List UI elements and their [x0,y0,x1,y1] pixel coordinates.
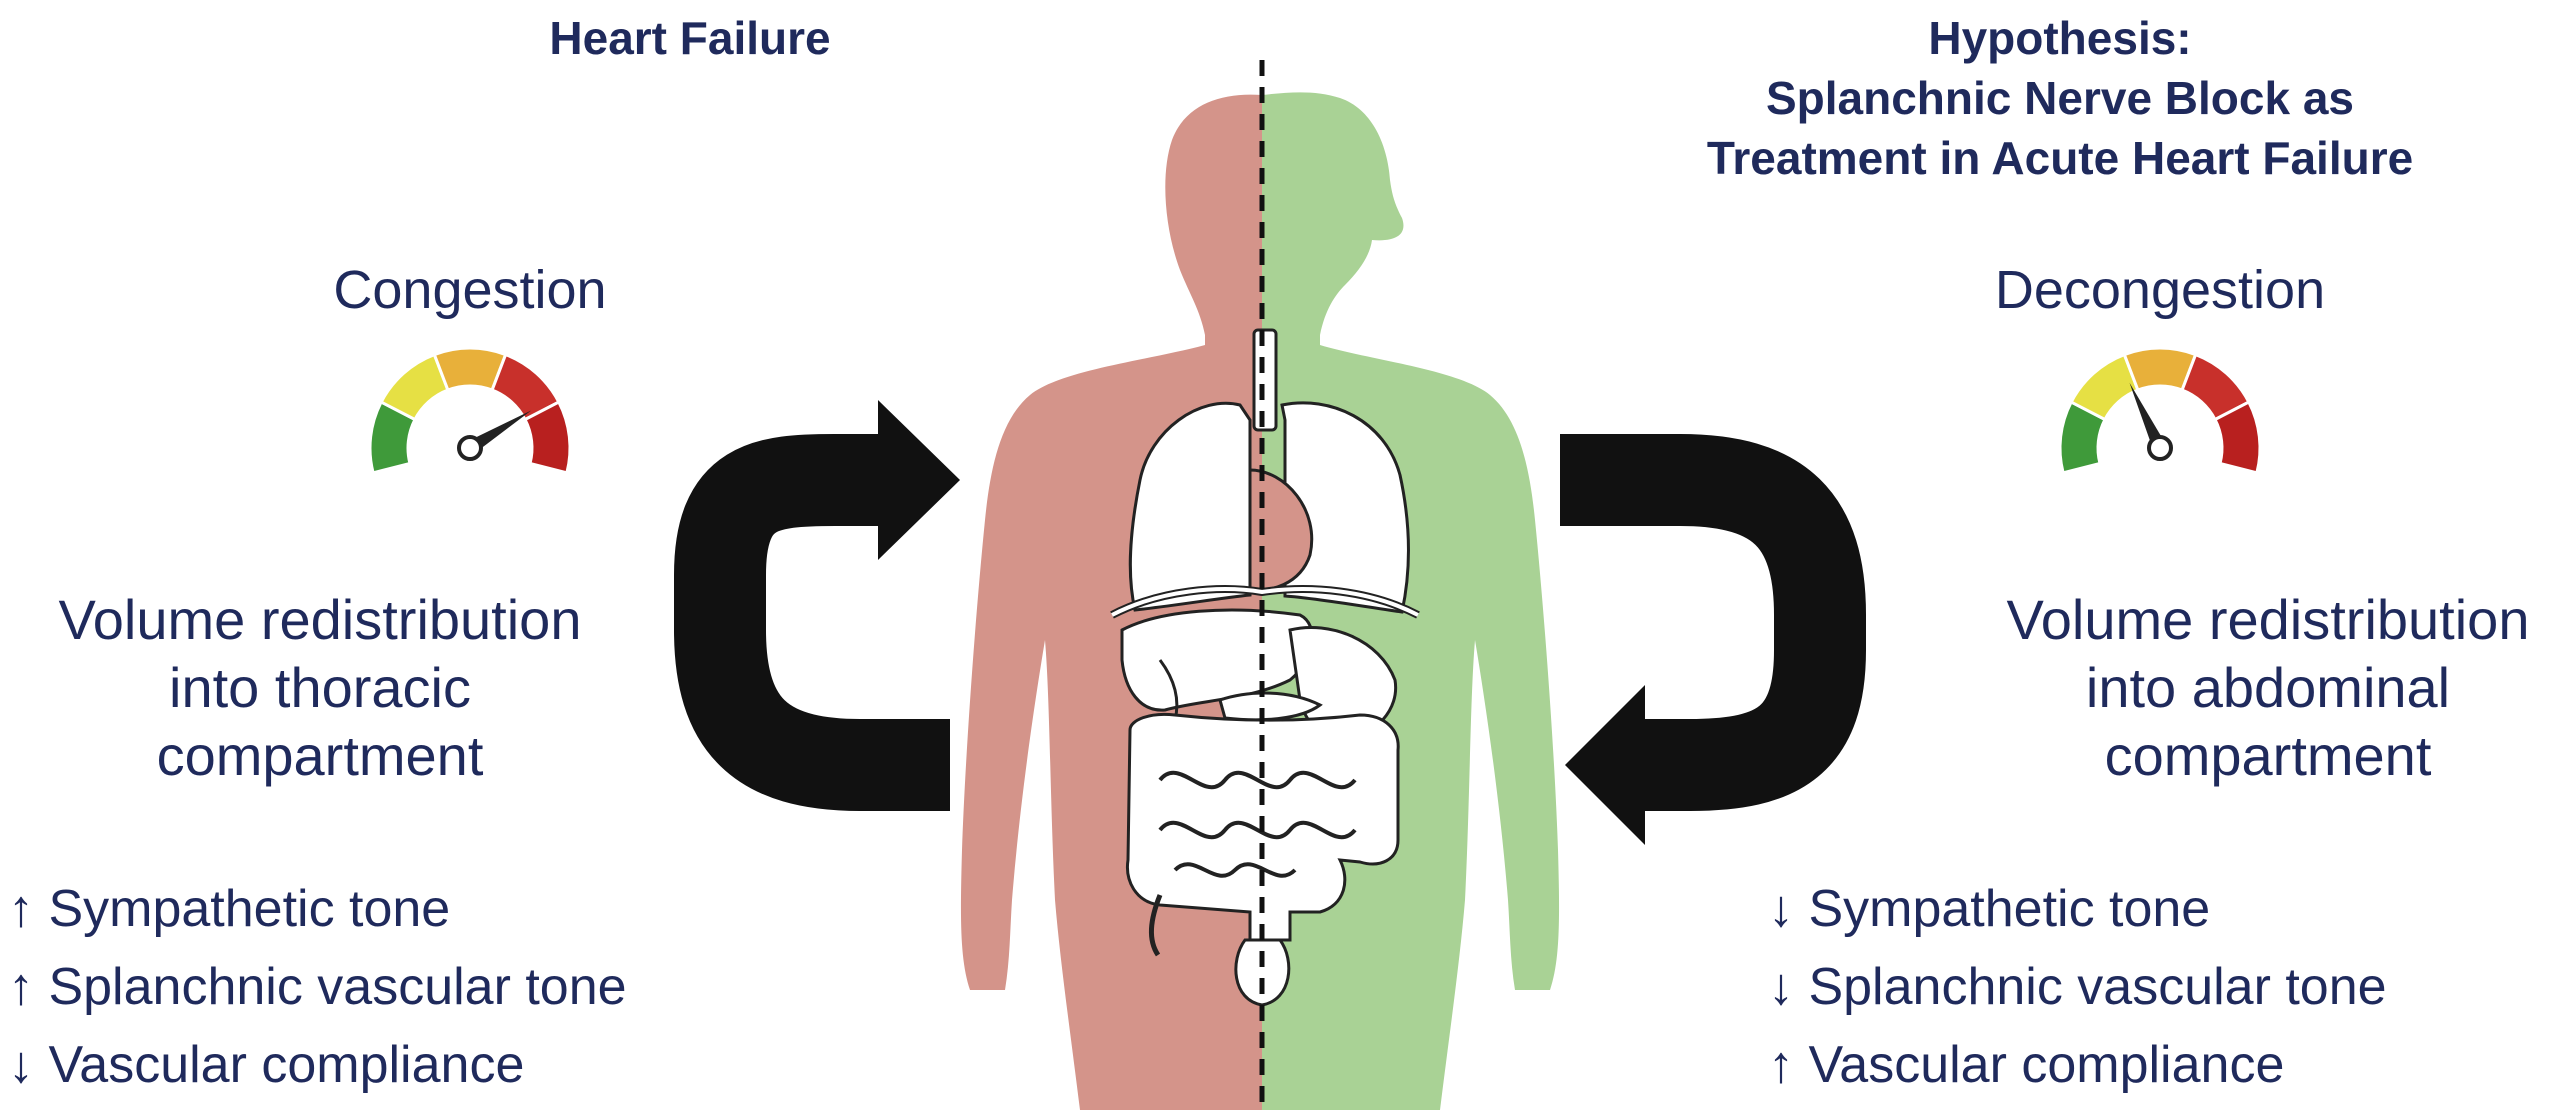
right-title-line: Splanchnic Nerve Block as [1765,72,2355,124]
right-title-line: Hypothesis: [1928,12,2192,64]
left-title: Heart Failure [549,12,831,64]
gauge-needle [466,410,532,454]
right-description: Volume redistribution into abdominal com… [1965,586,2571,790]
right-effects-list: ↓ Sympathetic tone ↓ Splanchnic vascular… [1768,870,2387,1104]
right-description-line: into abdominal [2085,656,2451,719]
left-effect-item: ↑ Splanchnic vascular tone [8,958,627,1016]
left-effects-list: ↑ Sympathetic tone ↑ Splanchnic vascular… [8,870,627,1104]
left-effect-item: ↑ Sympathetic tone [8,880,451,938]
decongestion-gauge [2058,346,2262,475]
right-effect-item: ↓ Splanchnic vascular tone [1768,958,2387,1016]
organs-illustration [1110,328,1420,1007]
right-description-line: Volume redistribution [2006,588,2530,651]
left-effect-item: ↓ Vascular compliance [8,1036,525,1094]
right-cycle-arrow [1560,434,1866,845]
left-description-line: compartment [156,724,484,787]
right-effect-item: ↓ Sympathetic tone [1768,880,2211,938]
right-effect-item: ↑ Vascular compliance [1768,1036,2285,1094]
right-title: Hypothesis: Splanchnic Nerve Block as Tr… [1590,8,2530,188]
left-description-line: into thoracic [169,656,471,719]
left-state-label: Congestion [333,260,607,320]
gauge-segment [523,400,572,475]
right-title-line: Treatment in Acute Heart Failure [1706,132,2414,184]
gauge-hub [2147,435,2173,461]
right-state-label: Decongestion [1994,260,2326,320]
gauge-needle [2129,382,2167,451]
right-description-line: compartment [2104,724,2432,787]
left-cycle-arrow [674,400,960,811]
left-description: Volume redistribution into thoracic comp… [0,586,640,790]
left-description-line: Volume redistribution [58,588,582,651]
gauge-segment [2213,400,2262,475]
gauge-hub [457,435,483,461]
congestion-gauge [368,346,572,475]
